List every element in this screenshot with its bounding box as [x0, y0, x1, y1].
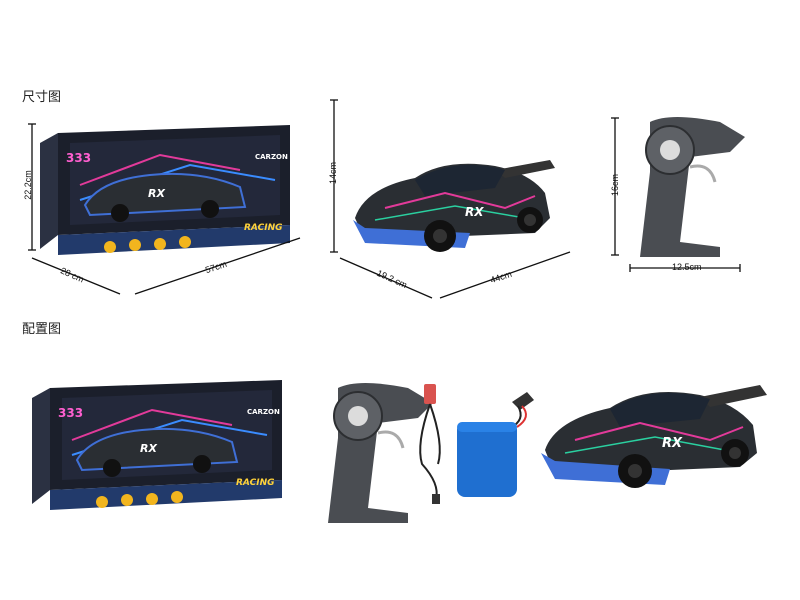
rc-car-config: [541, 385, 767, 488]
package-box-illustration: [40, 125, 290, 255]
box-headline: RACING: [244, 223, 283, 233]
remote-controller-dimension: [640, 117, 745, 257]
rc-car-dimension: [353, 160, 555, 252]
battery-pack: [457, 392, 534, 497]
box-height-label: 22.2cm: [22, 170, 33, 200]
config-title: 配置图: [22, 322, 62, 337]
box-model-number: 333: [66, 151, 92, 165]
box-model-number: 333: [58, 406, 84, 420]
box-car-badge: RX: [148, 187, 165, 200]
box-brand: CARZON: [255, 153, 288, 161]
dimensions-title: 尺寸图: [22, 90, 62, 105]
remote-height-label: 16cm: [610, 173, 621, 197]
remote-width-label: 12.5cm: [672, 262, 702, 272]
package-box-illustration: [32, 380, 282, 510]
car-badge-config: RX: [662, 436, 683, 451]
car-badge-dimension: RX: [465, 205, 484, 219]
package-box-config: 333 CARZON RACING RX: [32, 380, 292, 520]
usb-charging-cable: [419, 384, 441, 504]
box-brand: CARZON: [247, 408, 280, 416]
package-box-dimension: 333 CARZON RACING RX: [40, 125, 300, 265]
box-car-badge: RX: [140, 442, 157, 455]
box-headline: RACING: [236, 478, 275, 488]
remote-controller-config: [328, 383, 433, 523]
car-height-label: 14cm: [328, 161, 339, 185]
